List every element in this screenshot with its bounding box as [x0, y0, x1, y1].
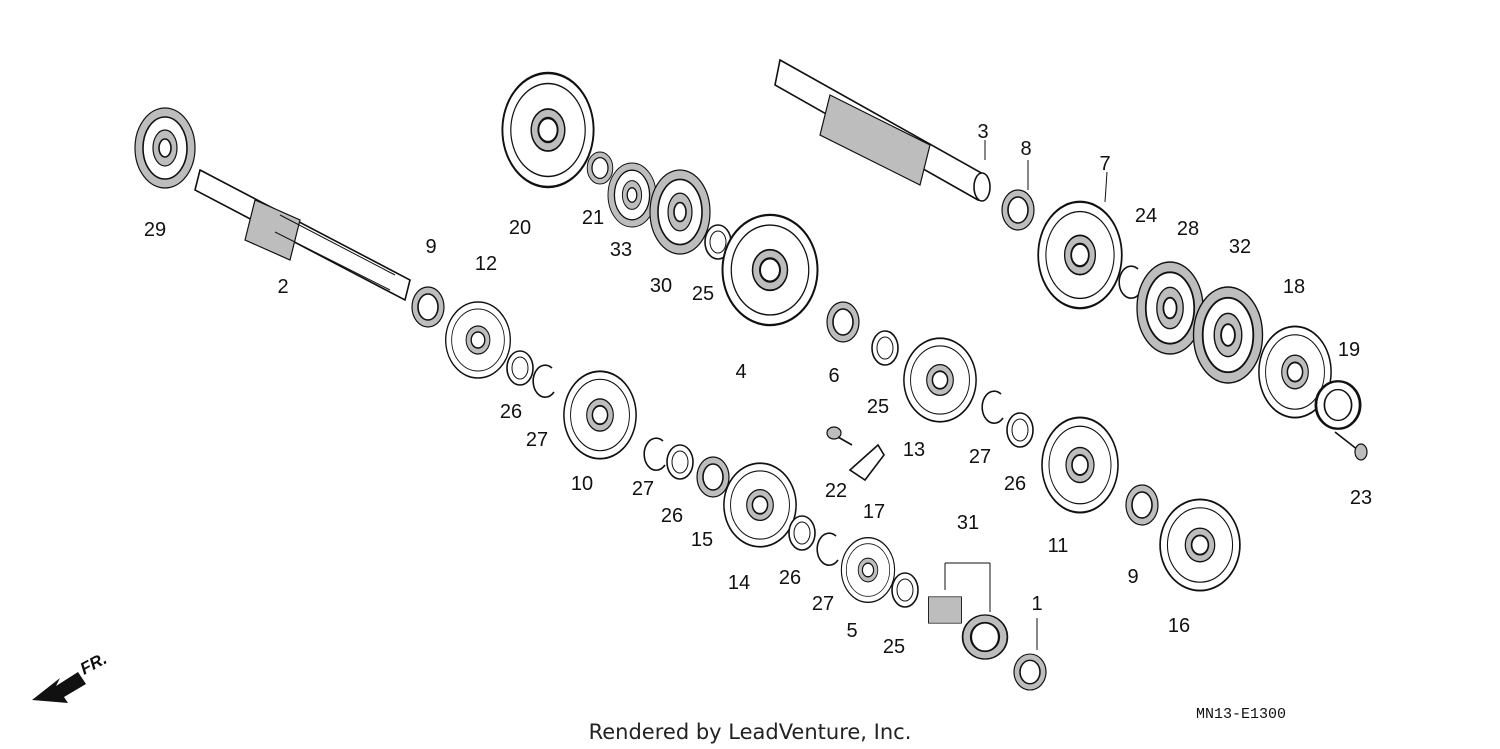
part-label-12: 12: [475, 253, 497, 275]
front-direction-label: FR.: [77, 649, 110, 679]
gear-icon: [721, 213, 819, 327]
part-label-32: 32: [1229, 236, 1251, 258]
part-label-30: 30: [650, 275, 672, 297]
part-label-2: 2: [277, 276, 288, 298]
circlip-icon: [981, 390, 1004, 424]
washer-icon: [788, 515, 816, 551]
gear-icon: [501, 71, 595, 189]
collar-icon: [411, 286, 445, 328]
part-label-29: 29: [144, 219, 166, 241]
gear-icon: [1041, 416, 1119, 514]
part-label-4: 4: [735, 361, 746, 383]
gear-icon: [1037, 200, 1123, 310]
shaft-icon: [194, 168, 411, 302]
part-label-27a: 27: [526, 429, 548, 451]
collar-icon: [961, 613, 1009, 661]
washer-icon: [891, 572, 919, 608]
collar-icon: [696, 456, 730, 498]
circlip-icon: [1118, 265, 1141, 299]
part-label-15: 15: [691, 529, 713, 551]
part-label-20: 20: [509, 217, 531, 239]
part-label-27d: 27: [969, 446, 991, 468]
part-label-26b: 26: [661, 505, 683, 527]
part-label-28: 28: [1177, 218, 1199, 240]
part-label-16: 16: [1168, 615, 1190, 637]
bracket-line: [944, 562, 991, 612]
part-label-9a: 9: [425, 236, 436, 258]
part-label-6: 6: [828, 365, 839, 387]
gear-icon: [840, 537, 896, 603]
part-label-27b: 27: [632, 478, 654, 500]
ball-bearing-icon: [649, 169, 711, 255]
collar-icon: [1013, 653, 1047, 691]
part-label-31: 31: [957, 512, 979, 534]
bolt-icon: [1334, 431, 1368, 461]
part-label-26d: 26: [1004, 473, 1026, 495]
circlip-icon: [816, 532, 839, 566]
part-label-25c: 25: [883, 636, 905, 658]
diagram-code: MN13-E1300: [1196, 706, 1286, 723]
part-label-11: 11: [1048, 535, 1069, 557]
part-label-7: 7: [1099, 153, 1110, 175]
rendered-by-credit: Rendered by LeadVenture, Inc.: [589, 720, 912, 744]
part-label-26c: 26: [779, 567, 801, 589]
part-label-19: 19: [1338, 339, 1360, 361]
part-label-9b: 9: [1127, 566, 1138, 588]
part-label-27c: 27: [812, 593, 834, 615]
ball-bearing-icon: [134, 107, 196, 189]
part-label-1: 1: [1031, 593, 1042, 615]
washer-icon: [666, 444, 694, 480]
washer-icon: [1314, 379, 1362, 431]
ball-bearing-icon: [1192, 286, 1264, 384]
circlip-icon: [643, 437, 666, 471]
collar-icon: [586, 151, 614, 185]
part-label-14: 14: [728, 572, 750, 594]
part-label-17: 17: [863, 501, 885, 523]
part-label-5: 5: [846, 620, 857, 642]
part-label-3: 3: [977, 121, 988, 143]
front-arrow-icon: [32, 672, 86, 703]
washer-icon: [871, 330, 899, 366]
part-label-24: 24: [1135, 205, 1157, 227]
shaft-icon: [774, 58, 991, 202]
leader-lines: [984, 140, 1108, 650]
washer-icon: [848, 443, 885, 482]
collar-icon: [1001, 189, 1035, 231]
part-label-18: 18: [1283, 276, 1305, 298]
gear-icon: [1159, 498, 1241, 592]
part-label-25b: 25: [867, 396, 889, 418]
part-label-21: 21: [582, 207, 604, 229]
ball-bearing-icon: [928, 596, 962, 624]
part-label-8: 8: [1020, 138, 1031, 160]
bolt-icon: [826, 426, 853, 446]
part-label-22: 22: [825, 480, 847, 502]
gear-icon: [444, 301, 512, 379]
washer-icon: [1006, 412, 1034, 448]
part-label-26a: 26: [500, 401, 522, 423]
circlip-icon: [532, 364, 555, 398]
gear-icon: [723, 462, 797, 548]
washer-icon: [506, 350, 534, 386]
part-label-25a: 25: [692, 283, 714, 305]
gear-icon: [903, 337, 977, 423]
gear-icon: [562, 370, 638, 460]
ball-bearing-icon: [607, 162, 657, 228]
part-label-33: 33: [610, 239, 632, 261]
collar-icon: [1125, 484, 1159, 526]
part-label-23: 23: [1350, 487, 1372, 509]
part-label-13: 13: [903, 439, 925, 461]
part-label-10: 10: [571, 473, 593, 495]
collar-icon: [826, 301, 860, 343]
